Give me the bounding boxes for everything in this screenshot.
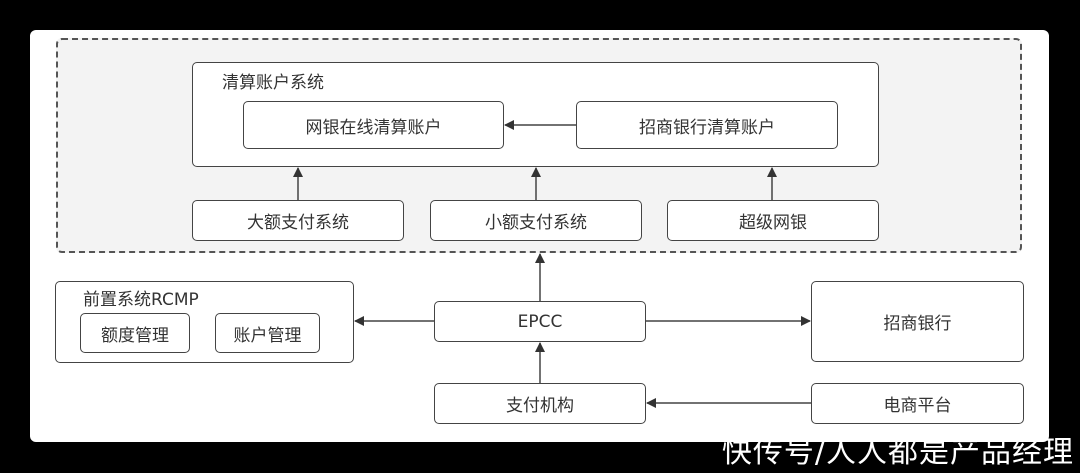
large-amount-payment-system-node[interactable]: 大额支付系统 — [192, 200, 404, 241]
rcmp-title: 前置系统RCMP — [83, 290, 199, 310]
cmb-node[interactable]: 招商银行 — [811, 281, 1024, 362]
quota-management-node[interactable]: 额度管理 — [80, 313, 190, 353]
payment-institution-node[interactable]: 支付机构 — [434, 383, 646, 424]
online-bank-clearing-account-node[interactable]: 网银在线清算账户 — [243, 101, 504, 149]
ecommerce-platform-node[interactable]: 电商平台 — [811, 383, 1024, 424]
watermark: 快传号/人人都是产品经理 — [721, 435, 1074, 470]
epcc-node[interactable]: EPCC — [434, 301, 646, 342]
cmb-clearing-account-node[interactable]: 招商银行清算账户 — [576, 101, 838, 149]
small-amount-payment-system-node[interactable]: 小额支付系统 — [430, 200, 642, 241]
super-ebank-node[interactable]: 超级网银 — [667, 200, 879, 241]
clearing-account-system-title: 清算账户系统 — [222, 73, 324, 93]
account-management-node[interactable]: 账户管理 — [215, 313, 320, 353]
